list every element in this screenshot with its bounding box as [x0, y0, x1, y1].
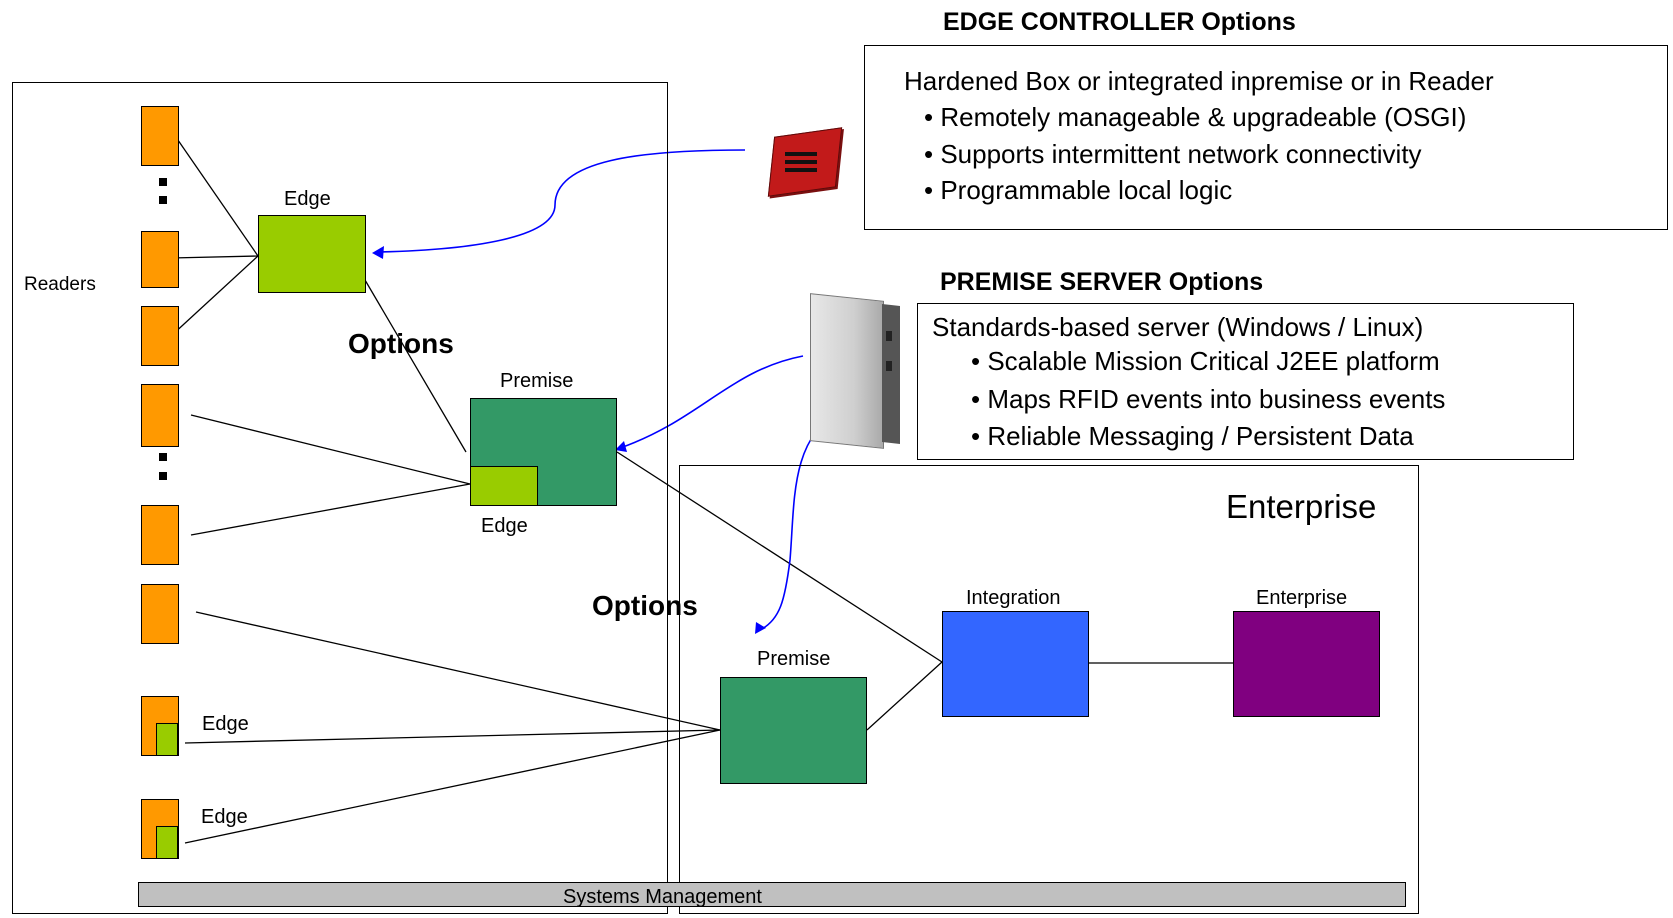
options-label: Options	[592, 590, 698, 621]
readers-label: Readers	[24, 274, 96, 295]
edge-node-label: Edge	[284, 188, 331, 210]
reader-with-edge	[141, 696, 179, 756]
premise-server-bullet: Reliable Messaging / Persistent Data	[971, 421, 1413, 452]
enterprise-node	[1233, 611, 1380, 717]
reader	[141, 505, 179, 565]
edge-controller-bullet: Supports intermittent network connectivi…	[924, 139, 1421, 170]
edge-node-label: Edge	[481, 515, 528, 537]
edge-reader-label: Edge	[201, 806, 248, 828]
edge-controller-line: Hardened Box or integrated inpremise or …	[904, 66, 1494, 96]
edge-controller-options-box	[864, 45, 1668, 230]
premise-node-label: Premise	[757, 648, 831, 670]
edge-reader-label: Edge	[202, 713, 249, 735]
reader	[141, 306, 179, 366]
options-label: Options	[348, 328, 454, 359]
ellipsis-dot	[159, 178, 167, 186]
premise-server-line: Standards‑based server (Windows / Linux)	[932, 312, 1424, 342]
ellipsis-dot	[159, 196, 167, 204]
embedded-edge	[156, 826, 178, 859]
premise-server-bullet: Maps RFID events into business events	[971, 384, 1445, 415]
edge-controller-device-image	[765, 116, 847, 202]
reader	[141, 106, 179, 166]
enterprise-node-label: Enterprise	[1256, 587, 1348, 609]
enterprise-region-label: Enterprise	[1226, 488, 1377, 525]
premise-node-label: Premise	[500, 370, 574, 392]
embedded-edge	[156, 723, 178, 756]
integration-node	[942, 611, 1089, 717]
edge-node	[258, 215, 366, 293]
ellipsis-dot	[159, 472, 167, 480]
systems-management-label: Systems Management	[563, 886, 762, 908]
premise-server-title: PREMISE SERVER Options	[940, 268, 1264, 296]
edge-controller-title: EDGE CONTROLLER Options	[943, 8, 1296, 36]
enterprise-frame	[679, 465, 1419, 914]
systems-management-bar	[138, 882, 1406, 907]
edge-controller-bullet: Programmable local logic	[924, 175, 1232, 206]
reader	[141, 584, 179, 644]
reader	[141, 384, 179, 447]
edge-controller-bullet: Remotely manageable & upgradeable (OSGI)	[924, 102, 1466, 133]
premise-node	[720, 677, 867, 784]
reader-with-edge	[141, 799, 179, 859]
premise-server-device-image	[802, 291, 920, 449]
premise-server-bullet: Scalable Mission Critical J2EE platform	[971, 346, 1439, 377]
ellipsis-dot	[159, 453, 167, 461]
edge-node-embedded	[470, 466, 538, 506]
site-frame	[12, 82, 668, 914]
reader	[141, 231, 179, 288]
integration-node-label: Integration	[966, 587, 1061, 609]
